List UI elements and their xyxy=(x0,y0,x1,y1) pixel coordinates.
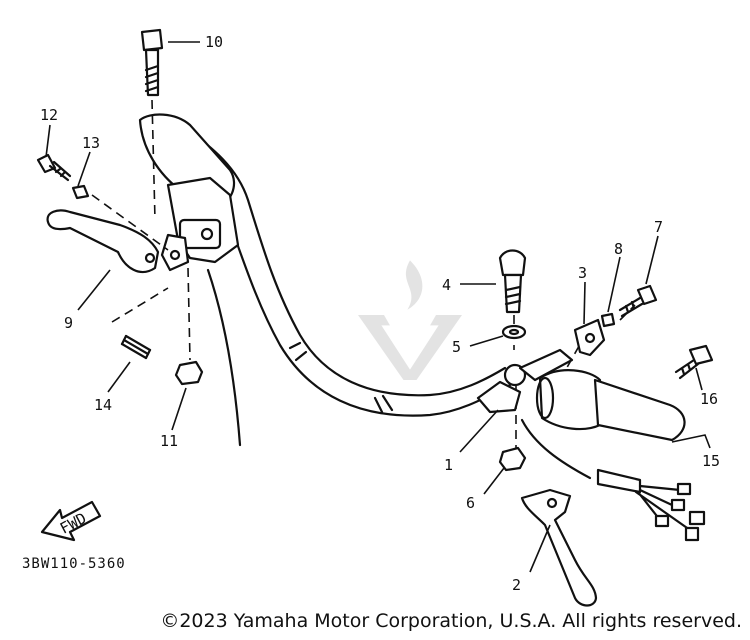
leadventure-logo-icon xyxy=(358,260,462,380)
cables xyxy=(206,268,592,480)
copyright-notice: ©2023 Yamaha Motor Corporation, U.S.A. A… xyxy=(160,610,742,632)
callout-12: 12 xyxy=(40,106,58,124)
nut-6 xyxy=(498,446,527,472)
callout-labels: 10 12 13 9 14 11 4 5 1 6 3 8 7 16 15 2 xyxy=(40,33,720,594)
washer-8 xyxy=(600,312,616,328)
callout-16: 16 xyxy=(700,390,718,408)
fwd-arrow-icon: FWD xyxy=(40,500,102,542)
throttle-holder xyxy=(476,348,574,414)
bolt-10 xyxy=(140,28,164,97)
callout-5: 5 xyxy=(452,338,461,356)
nut-11 xyxy=(174,360,204,386)
callout-3: 3 xyxy=(578,264,587,282)
clamp-3 xyxy=(573,318,606,357)
washer-13 xyxy=(71,184,90,200)
callout-10: 10 xyxy=(205,33,223,51)
callout-1: 1 xyxy=(444,456,453,474)
throttle-grip xyxy=(535,369,686,442)
callout-8: 8 xyxy=(614,240,623,258)
clutch-lever-holder xyxy=(160,176,240,272)
screw-7 xyxy=(618,284,658,318)
wire-harness xyxy=(596,468,706,542)
bolt-4 xyxy=(498,249,527,314)
screw-16 xyxy=(674,344,714,380)
callout-9: 9 xyxy=(64,314,73,332)
callout-2: 2 xyxy=(512,576,521,594)
callout-11: 11 xyxy=(160,432,178,450)
clutch-lever xyxy=(46,209,160,274)
callout-6: 6 xyxy=(466,494,475,512)
spring-14 xyxy=(120,334,152,360)
callout-14: 14 xyxy=(94,396,112,414)
diagram-part-code: 3BW110-5360 xyxy=(22,556,126,572)
washer-5 xyxy=(501,324,527,340)
brake-lever xyxy=(520,488,598,607)
callout-15: 15 xyxy=(702,452,720,470)
callout-4: 4 xyxy=(442,276,451,294)
leader-lines xyxy=(45,41,711,573)
callout-13: 13 xyxy=(82,134,100,152)
bolt-12 xyxy=(36,153,72,182)
callout-7: 7 xyxy=(654,218,663,236)
